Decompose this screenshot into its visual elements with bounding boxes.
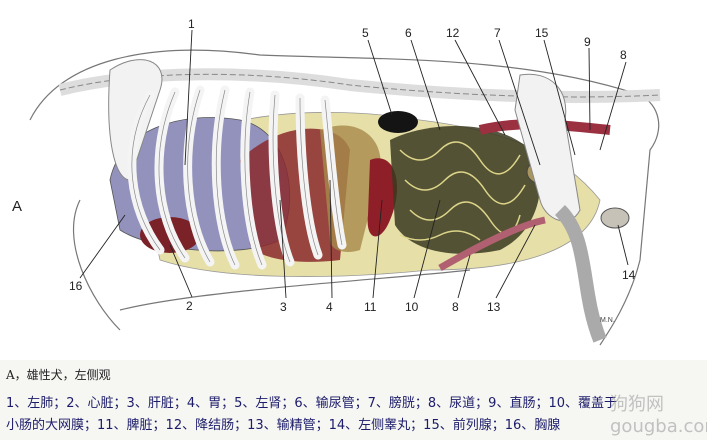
- liver: [240, 128, 350, 262]
- label-13: 13: [487, 300, 501, 314]
- hind-leg: [554, 205, 607, 343]
- label-11: 11: [364, 300, 377, 314]
- spleen: [367, 158, 398, 237]
- pelvis: [514, 73, 581, 222]
- caption-legend-line-2: 小肠的大网膜；11、脾脏；12、降结肠；13、输精管；14、左侧睾丸；15、前列…: [6, 418, 561, 433]
- rib-outlines: [131, 89, 343, 266]
- caption-title: A，雄性犬，左侧观: [6, 368, 111, 382]
- label-8-top: 8: [620, 48, 627, 62]
- urethra: [438, 216, 546, 272]
- label-14: 14: [622, 268, 636, 282]
- label-5: 5: [362, 26, 369, 40]
- label-1: 1: [188, 17, 195, 31]
- label-9: 9: [584, 35, 591, 49]
- label-4: 4: [326, 300, 333, 314]
- label-12: 12: [446, 26, 460, 40]
- label-2: 2: [186, 299, 193, 313]
- label-7: 7: [494, 26, 501, 40]
- artist-signature: M.N.: [600, 317, 615, 324]
- watermark: 狗狗网 gougba.com: [610, 394, 707, 437]
- testis: [600, 207, 630, 229]
- omentum-pattern: [399, 141, 526, 241]
- label-8-bottom: 8: [452, 300, 459, 314]
- dog-anatomy-illustration: 1 5 6 12 7 15 9 8 16 2 3 4 11 10 8 13 14…: [12, 17, 661, 346]
- panel-label: A: [12, 198, 22, 215]
- body-outline: [29, 49, 660, 346]
- label-16: 16: [69, 279, 83, 293]
- label-3: 3: [280, 300, 287, 314]
- leader-lines: [79, 29, 629, 299]
- caption: A，雄性犬，左侧观 1、左肺；2、心脏；3、肝脏；4、胃；5、左肾；6、输尿管；…: [0, 360, 707, 440]
- left-kidney: [378, 111, 418, 133]
- label-15: 15: [535, 26, 549, 40]
- caption-legend-line-1: 1、左肺；2、心脏；3、肝脏；4、胃；5、左肾；6、输尿管；7、膀胱；8、尿道；…: [6, 396, 617, 411]
- part-labels: 1 5 6 12 7 15 9 8 16 2 3 4 11 10 8 13 14…: [12, 17, 636, 324]
- label-6: 6: [405, 26, 412, 40]
- label-10: 10: [405, 300, 419, 314]
